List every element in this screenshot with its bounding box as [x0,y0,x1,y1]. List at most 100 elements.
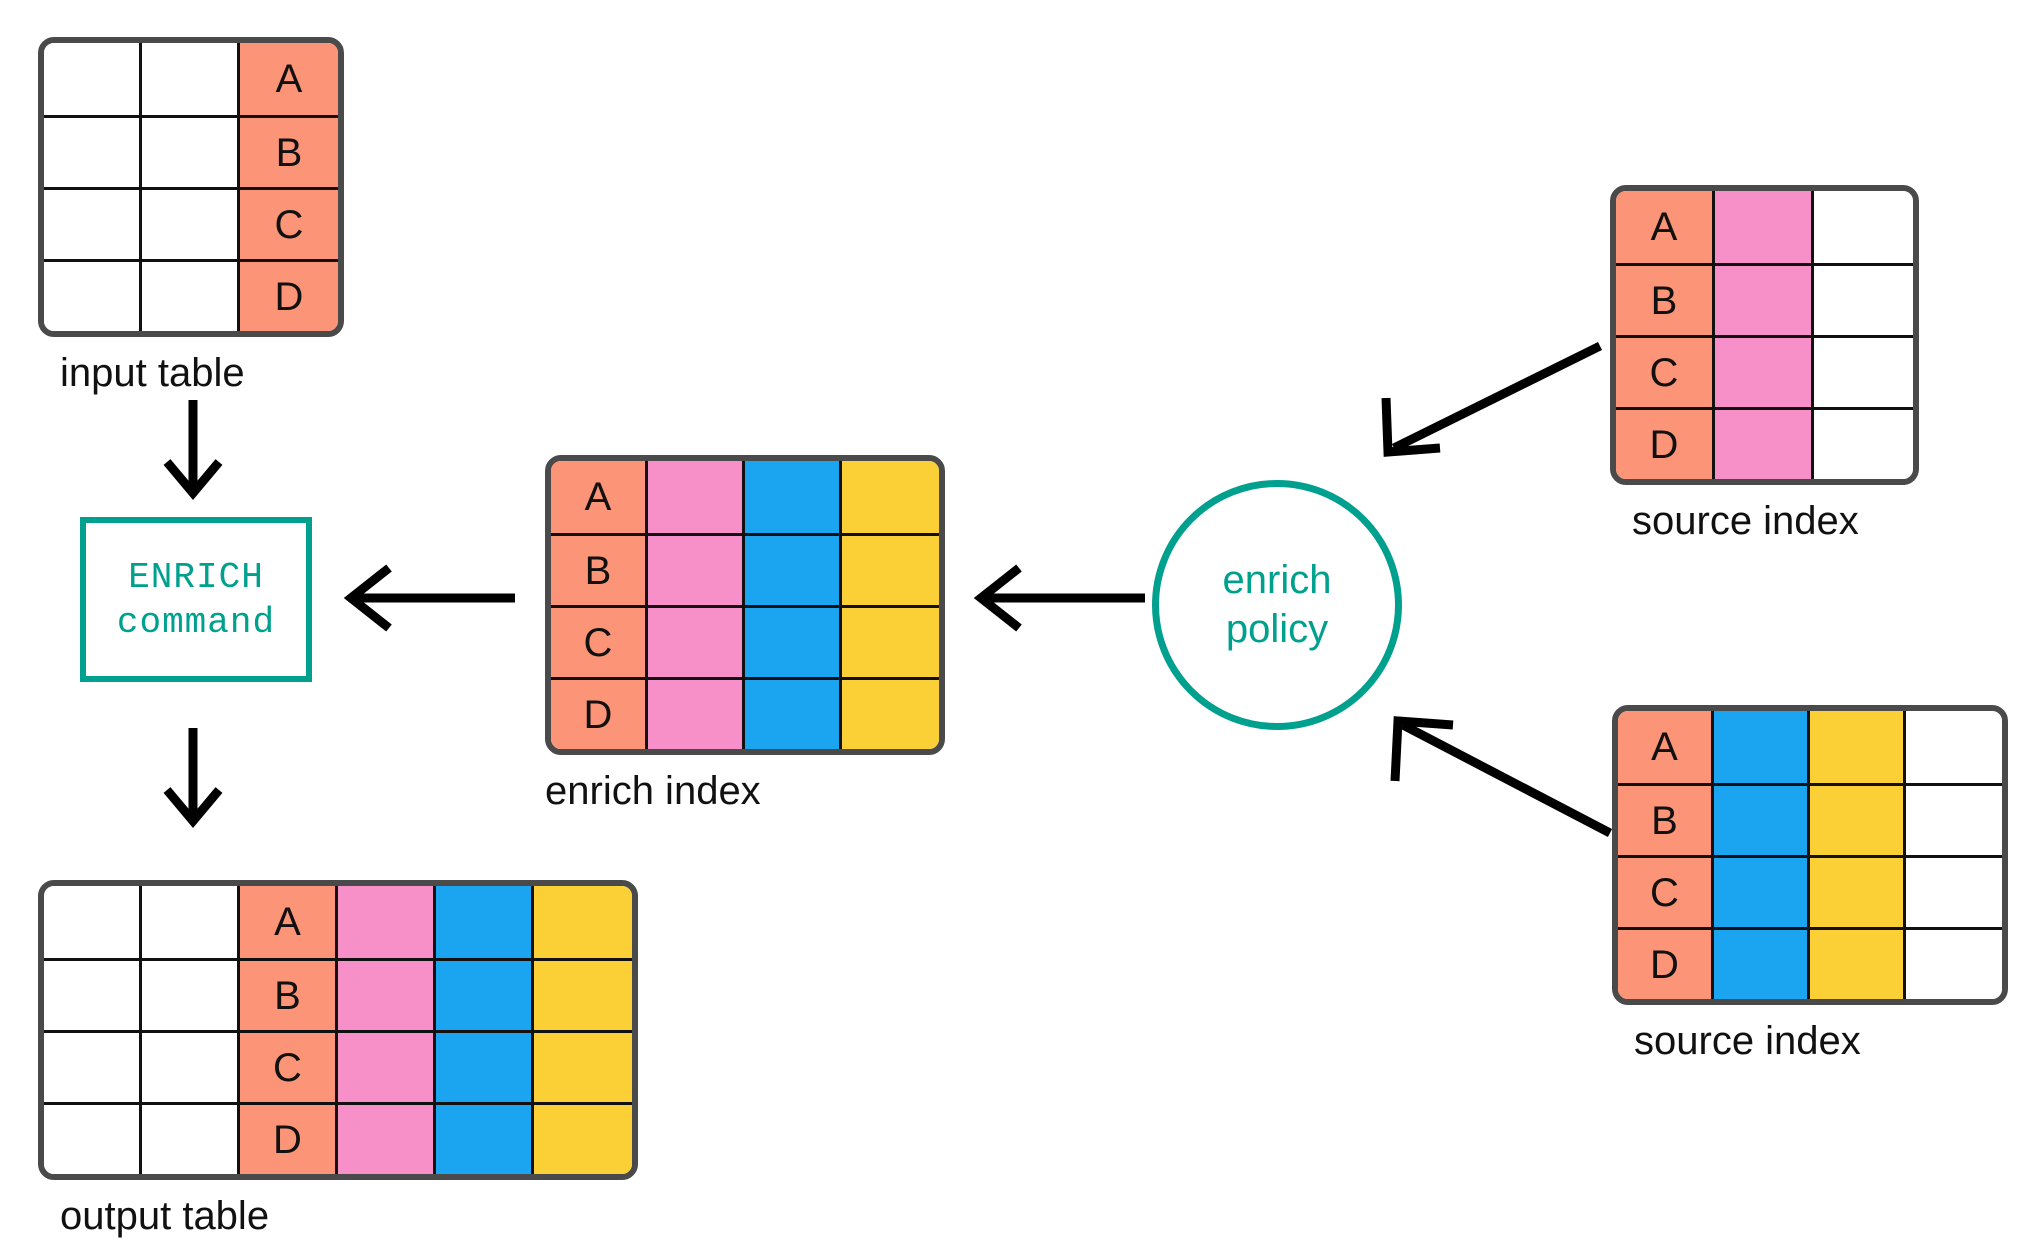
table-cell [842,677,939,749]
table-cell [142,958,240,1030]
table-cell [534,1030,632,1102]
table-cell [142,43,240,115]
table-cell [1714,855,1810,927]
table-cell [648,605,745,677]
table-cell [648,461,745,533]
table-cell [745,605,842,677]
table-cell: C [240,1030,338,1102]
table-cell [142,187,240,259]
output-table-caption: output table [60,1194,270,1238]
table-cell [534,1102,632,1174]
table-row: C [1616,335,1913,407]
arrow-source-index-top-to-policy [1381,341,1602,457]
table-row: B [44,958,632,1030]
table-cell [142,115,240,187]
table-cell [1814,407,1913,479]
table-cell: B [1618,783,1714,855]
table-cell [1715,335,1814,407]
table-cell: A [240,886,338,958]
arrow-input-to-command [163,400,223,501]
table-cell [745,533,842,605]
table-cell [1814,263,1913,335]
table-cell: C [551,605,648,677]
enrich-policy-circle[interactable]: enrich policy [1152,480,1402,730]
table-cell [142,259,240,331]
table-cell: C [240,187,338,259]
table-cell [534,886,632,958]
table-cell: B [240,958,338,1030]
table-row: B [1616,263,1913,335]
table-cell [745,677,842,749]
table-cell [142,886,240,958]
table-cell: D [1616,407,1715,479]
table-cell [436,1030,534,1102]
enrich-command-box[interactable]: ENRICH command [80,517,312,682]
table-cell: B [1616,263,1715,335]
table-cell [436,1102,534,1174]
table-cell [338,886,436,958]
enrich-index-caption: enrich index [545,769,761,813]
table-row: C [44,1030,632,1102]
arrow-enrich-index-to-command [343,564,515,632]
table-row: D [1618,927,2002,999]
table-cell: B [240,115,338,187]
table-cell: A [240,43,338,115]
enrich-policy-line1: enrich [1222,558,1332,603]
table-row: D [1616,407,1913,479]
table-cell [1906,783,2002,855]
table-cell [1906,855,2002,927]
table-cell [648,533,745,605]
table-row: D [44,259,338,331]
table-row: D [551,677,939,749]
table-cell: C [1616,335,1715,407]
table-cell [44,1030,142,1102]
source-index-bottom-caption: source index [1634,1019,1861,1063]
table-cell [1715,407,1814,479]
table-row: C [44,187,338,259]
table-cell: D [240,259,338,331]
table-cell [1810,855,1906,927]
arrow-policy-to-enrich-index [973,564,1145,632]
table-cell: D [240,1102,338,1174]
table-row: D [44,1102,632,1174]
table-row: C [551,605,939,677]
table-cell [338,1030,436,1102]
table-cell [44,259,142,331]
table-cell [44,1102,142,1174]
table-cell [142,1030,240,1102]
table-cell [1714,711,1810,783]
table-cell [1906,711,2002,783]
table-row: A [44,43,338,115]
table-cell [1814,335,1913,407]
table-cell [44,958,142,1030]
table-cell [436,958,534,1030]
table-row: A [44,886,632,958]
table-cell [338,958,436,1030]
table-cell: A [1616,191,1715,263]
table-cell: D [1618,927,1714,999]
table-cell [44,115,142,187]
table-cell [1810,783,1906,855]
table-cell [1714,927,1810,999]
input-table-caption: input table [60,351,245,395]
table-cell [44,886,142,958]
table-cell [1715,191,1814,263]
table-cell: D [551,677,648,749]
source-index-top-caption: source index [1632,499,1859,543]
table-cell [842,605,939,677]
enrich-command-word: command [116,601,276,643]
table-cell [1906,927,2002,999]
table-cell [842,461,939,533]
table-row: B [44,115,338,187]
